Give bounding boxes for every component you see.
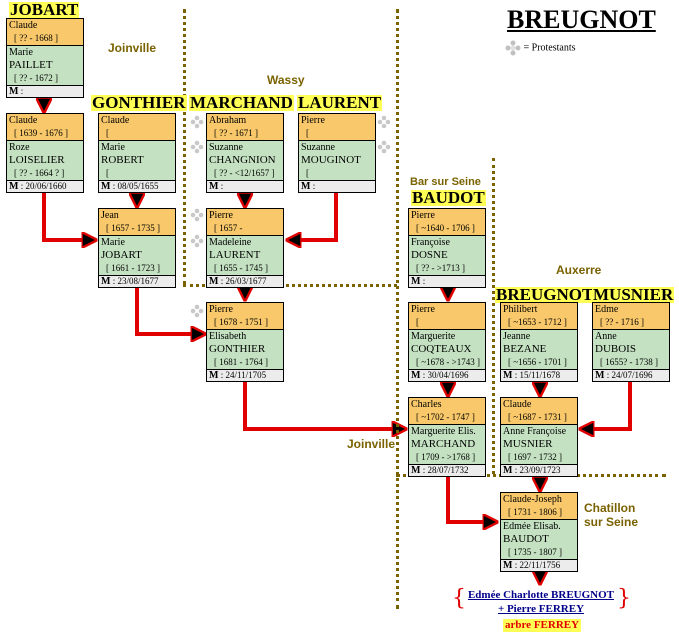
marriage: M : (7, 86, 83, 97)
wife: Marguerite Elis.MARCHAND[ 1709 - >1768 ] (409, 425, 485, 465)
marriage: M : (207, 181, 283, 192)
husband: Pierre[ (299, 114, 375, 141)
arrow-dubois-to-anne (580, 374, 632, 429)
protestant-cross-icon (190, 115, 204, 129)
marriage: M : 23/09/1723 (501, 465, 577, 476)
husband: Claude[ ~1687 - 1731 ] (501, 398, 577, 425)
marriage: M : 30/04/1696 (409, 370, 485, 381)
husband: Jean[ 1657 - 1735 ] (99, 209, 175, 236)
marriage: M : (299, 181, 375, 192)
surname-baudot: BAUDOT (411, 188, 486, 207)
marriage: M : 24/07/1696 (593, 370, 669, 381)
arbre-ferrey-link[interactable]: arbre FERREY (503, 619, 582, 632)
arrow-marchand-to-edmee (446, 469, 497, 522)
page-title: BREUGNOT (507, 5, 656, 34)
marriage: M : 20/06/1660 (7, 181, 83, 192)
protestant-cross-icon (377, 115, 391, 129)
husband: Claude-Joseph[ 1731 - 1806 ] (501, 493, 577, 520)
marriage: M : 15/11/1678 (501, 370, 577, 381)
final-descendant-link[interactable]: Edmée Charlotte BREUGNOT + Pierre FERREY (467, 589, 615, 615)
couple-card-breugnot-baudot[interactable]: Claude-Joseph[ 1731 - 1806 ] Edmée Elisa… (500, 492, 578, 572)
marriage: M : 24/11/1705 (207, 370, 283, 381)
husband: Pierre[ ~1640 - 1706 ] (409, 209, 485, 236)
husband: Pierre[ 1678 - 1751 ] (207, 303, 283, 330)
legend: = Protestants (505, 40, 576, 56)
marriage: M : (409, 276, 485, 287)
husband: Edme[ ?? - 1716 ] (593, 303, 669, 330)
region-divider (396, 9, 399, 609)
husband: Claude[ (99, 114, 175, 141)
region-divider (492, 158, 495, 474)
protestant-cross-icon (190, 140, 204, 154)
surname-jobart: JOBART (9, 0, 80, 19)
marriage: M : 08/05/1655 (99, 181, 175, 192)
wife: Edmée Elisab.BAUDOT[ 1735 - 1807 ] (501, 520, 577, 560)
arrow-mouginot-to-madeleine (287, 185, 338, 240)
protestant-cross-icon (190, 208, 204, 222)
arrow-loiselier-to-jobart (42, 185, 96, 240)
place-bar-sur-seine: Bar sur Seine (410, 176, 481, 188)
right-brace: } (617, 586, 631, 611)
arrow-jobart-to-elisabeth (135, 279, 205, 334)
surname-musnier: MUSNIER (592, 285, 675, 304)
place-joinville-2: Joinville (347, 437, 396, 451)
marriage: M : 22/11/1756 (501, 560, 577, 571)
surname-gonthier: GONTHIER (91, 93, 187, 112)
surname-marchand: MARCHAND (189, 93, 294, 112)
surname-laurent: LAURENT (297, 93, 383, 112)
protestant-cross-icon (190, 304, 204, 318)
husband: Claude[ ?? - 1668 ] (7, 19, 83, 46)
husband: Abraham[ ?? - 1671 ] (207, 114, 283, 141)
marriage: M : 23/08/1677 (99, 276, 175, 287)
region-divider (183, 284, 397, 287)
protestant-cross-icon (377, 140, 391, 154)
couple-card-baudot-marchand[interactable]: Charles[ ~1702 - 1747 ] Marguerite Elis.… (408, 397, 486, 477)
left-brace: { (452, 586, 466, 611)
place-wassy: Wassy (267, 73, 305, 87)
husband: Charles[ ~1702 - 1747 ] (409, 398, 485, 425)
protestant-cross-icon (190, 234, 204, 248)
husband: Claude[ 1639 - 1676 ] (7, 114, 83, 141)
arrow-gonthier-to-marguerite (243, 374, 406, 429)
husband: Philibert[ ~1653 - 1712 ] (501, 303, 577, 330)
protestant-cross-icon (505, 40, 521, 56)
legend-label: = Protestants (523, 42, 576, 54)
surname-breugnot: BREUGNOT (495, 285, 595, 304)
place-joinville: Joinville (108, 41, 157, 55)
marriage: M : 28/07/1732 (409, 465, 485, 476)
husband: Pierre[ 1657 - (207, 209, 283, 236)
marriage: M : 26/03/1677 (207, 276, 283, 287)
region-divider (183, 9, 186, 285)
place-auxerre: Auxerre (556, 263, 602, 277)
husband: Pierre[ (409, 303, 485, 330)
